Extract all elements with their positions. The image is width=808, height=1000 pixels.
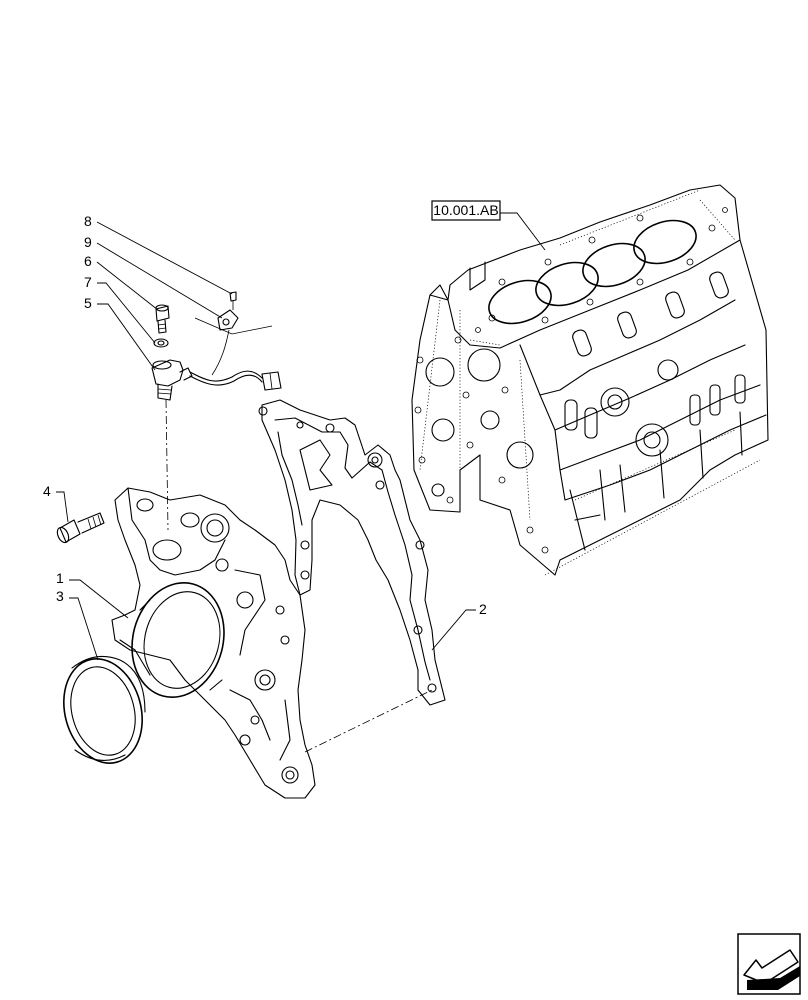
reference-assembly-label[interactable]: 10.001.AB: [431, 200, 546, 251]
crankshaft-seal-ring: [63, 655, 146, 764]
callout-1-label: 1: [56, 570, 64, 586]
callout-3-label: 3: [56, 588, 64, 604]
sensor-harness-assembly: [151, 291, 282, 401]
callout-7-label: 7: [84, 274, 92, 290]
front-timing-cover: [111, 487, 316, 799]
callout-9[interactable]: 9: [84, 234, 223, 319]
callout-5[interactable]: 5: [84, 295, 156, 371]
callout-9-label: 9: [84, 234, 92, 250]
gasket-alignment-line: [304, 689, 433, 753]
cover-mounting-bolt: [56, 512, 105, 544]
callout-7[interactable]: 7: [84, 274, 156, 344]
previous-page-button[interactable]: [737, 933, 801, 995]
callout-5-label: 5: [84, 295, 92, 311]
callout-4-label: 4: [43, 483, 51, 499]
reference-label-text: 10.001.AB: [433, 202, 498, 218]
callout-4[interactable]: 4: [43, 483, 69, 523]
callout-8[interactable]: 8: [84, 213, 233, 295]
callout-2-label: 2: [479, 601, 487, 617]
callout-6-label: 6: [84, 253, 92, 269]
engine-block-illustration: [411, 184, 769, 576]
callout-8-label: 8: [84, 213, 92, 229]
callout-3[interactable]: 3: [56, 588, 99, 661]
callout-2[interactable]: 2: [431, 601, 487, 651]
sensor-alignment-line: [165, 399, 169, 531]
callout-6[interactable]: 6: [84, 253, 159, 311]
arrow-left-icon: [743, 949, 800, 990]
callout-1[interactable]: 1: [56, 570, 129, 619]
front-cover-gasket: [258, 399, 446, 706]
